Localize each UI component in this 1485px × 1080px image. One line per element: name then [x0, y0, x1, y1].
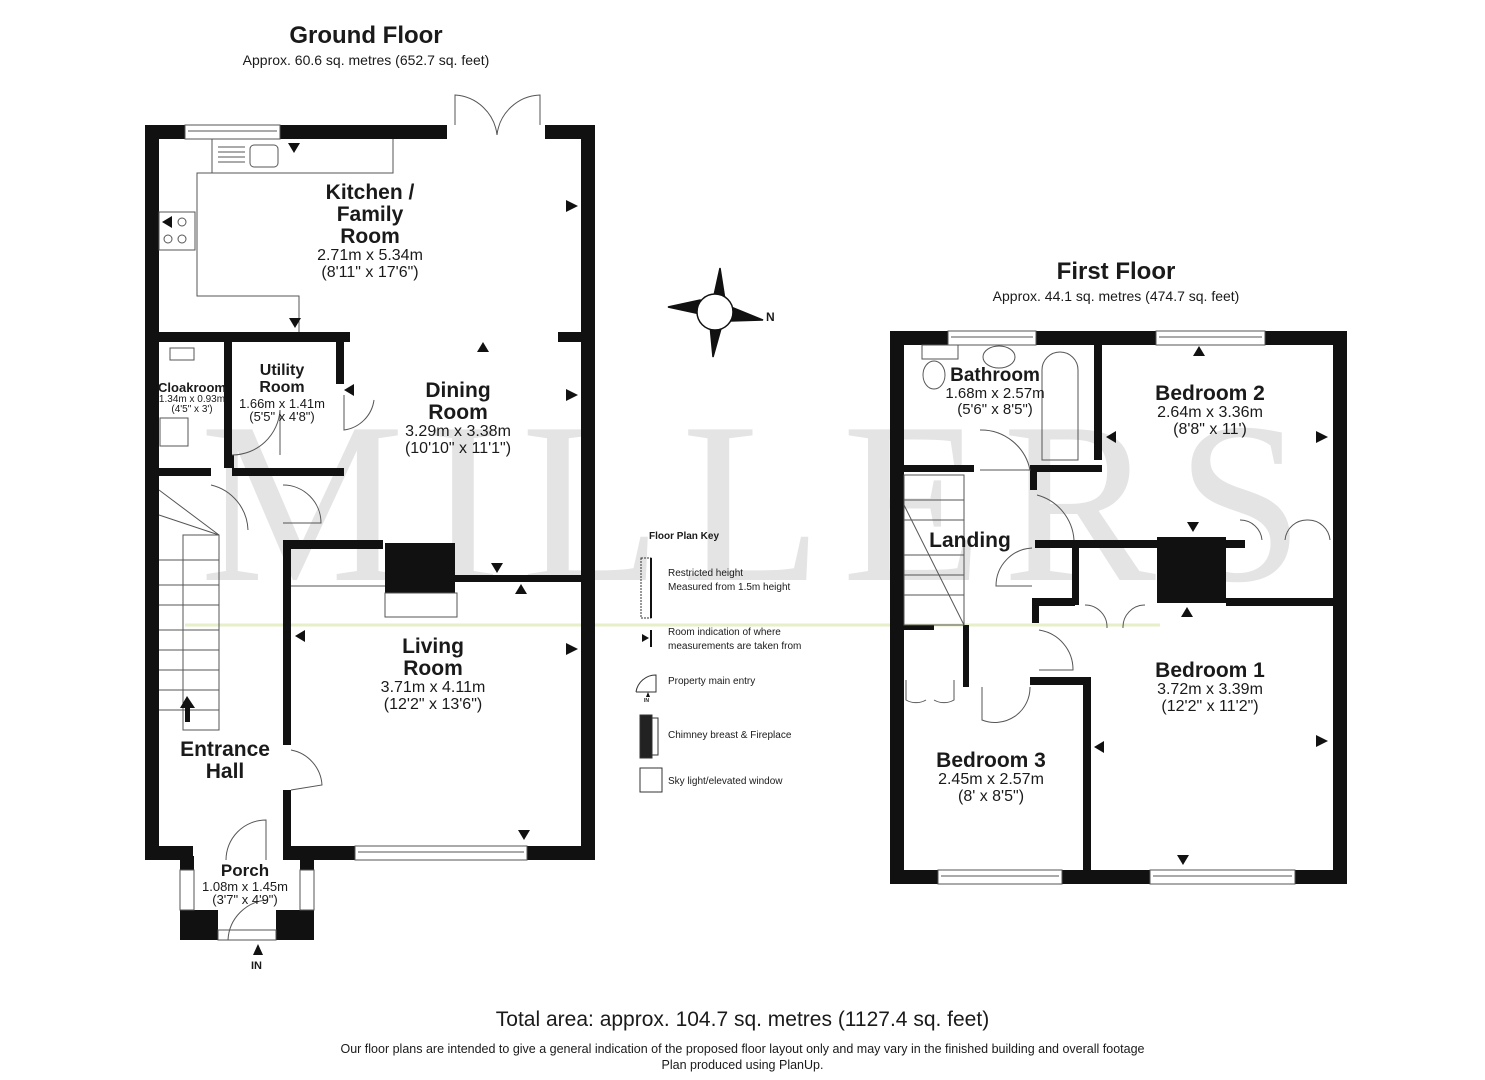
key-text: Measured from 1.5m height — [668, 582, 791, 593]
room-name: Kitchen / — [325, 181, 415, 204]
disclaimer: Our floor plans are intended to give a g… — [0, 1041, 1485, 1074]
key-main-entry: Property main entry — [668, 675, 755, 689]
room-bathroom: Bathroom 1.68m x 2.57m (5'6" x 8'5") — [920, 366, 1070, 417]
ground-floor-title: Ground Floor — [289, 22, 443, 49]
room-name: Bedroom 3 — [936, 749, 1046, 772]
room-name: Cloakroom — [158, 380, 226, 395]
key-text: measurements are taken from — [668, 641, 802, 652]
room-metric: 1.66m x 1.41m — [239, 395, 325, 411]
first-floor-title: First Floor — [1056, 258, 1176, 285]
disclaimer-text: Our floor plans are intended to give a g… — [340, 1042, 1145, 1056]
room-name: Porch — [220, 861, 270, 880]
room-imperial: (8' x 8'5") — [957, 787, 1025, 805]
room-entrance-hall: Entrance Hall — [165, 738, 285, 784]
room-imperial: (12'2" x 11'2") — [1161, 697, 1259, 715]
room-bedroom-2: Bedroom 2 2.64m x 3.36m (8'8" x 11') — [1130, 382, 1290, 439]
room-bedroom-1: Bedroom 1 3.72m x 3.39m (12'2" x 11'2") — [1130, 659, 1290, 716]
credit-text: Plan produced using PlanUp. — [661, 1058, 824, 1073]
room-metric: 1.08m x 1.45m — [202, 878, 288, 894]
key-restricted-height: Restricted height Measured from 1.5m hei… — [668, 567, 790, 595]
room-name: Hall — [205, 760, 245, 784]
room-porch: Porch 1.08m x 1.45m (3'7" x 4'9") — [190, 862, 300, 907]
key-text: Room indication of where — [668, 627, 781, 638]
room-name: Dining — [425, 379, 491, 402]
key-text: Chimney breast & Fireplace — [668, 730, 792, 741]
key-measurement-indicator: Room indication of where measurements ar… — [668, 626, 801, 654]
room-name: Bedroom 2 — [1155, 382, 1265, 405]
room-name: Room — [403, 657, 463, 681]
room-name: Family — [336, 203, 404, 227]
key-entry-in-label: IN — [644, 698, 649, 704]
ground-floor-area: Approx. 60.6 sq. metres (652.7 sq. feet) — [242, 52, 490, 68]
room-imperial: (5'6" x 8'5") — [957, 400, 1033, 418]
first-floor-walls — [890, 331, 1347, 884]
room-imperial: (12'2" x 13'6") — [383, 695, 483, 713]
room-imperial: (4'5" x 3') — [171, 404, 213, 416]
first-floor-area: Approx. 44.1 sq. metres (474.7 sq. feet) — [992, 288, 1240, 304]
room-name: Living — [402, 635, 464, 658]
key-text: Restricted height — [668, 568, 744, 579]
room-name: Bathroom — [950, 365, 1040, 386]
room-name: Utility — [259, 362, 305, 379]
room-name: Entrance — [180, 738, 270, 761]
total-area: Total area: approx. 104.7 sq. metres (11… — [495, 1008, 990, 1031]
key-title: Floor Plan Key — [649, 531, 720, 542]
key-skylight: Sky light/elevated window — [668, 775, 783, 789]
entry-label: IN — [251, 960, 262, 972]
key-text: Property main entry — [668, 676, 756, 687]
room-metric: 3.72m x 3.39m — [1157, 681, 1263, 699]
room-metric: 2.71m x 5.34m — [317, 247, 423, 265]
room-landing: Landing — [920, 529, 1020, 552]
compass-north-label: N — [766, 310, 775, 324]
room-name: Room — [428, 401, 488, 425]
ground-floor-walls — [145, 125, 595, 940]
room-name: Landing — [929, 529, 1011, 552]
room-name: Room — [259, 378, 305, 396]
room-bedroom-3: Bedroom 3 2.45m x 2.57m (8' x 8'5") — [911, 749, 1071, 806]
room-living: Living Room 3.71m x 4.11m (12'2" x 13'6"… — [353, 635, 513, 714]
room-metric: 2.45m x 2.57m — [938, 771, 1044, 789]
key-icons — [635, 557, 663, 793]
room-imperial: (8'8" x 11') — [1173, 420, 1247, 438]
room-metric: 3.29m x 3.38m — [405, 423, 511, 441]
room-name: Room — [340, 225, 400, 249]
room-utility: Utility Room 1.66m x 1.41m (5'5" x 4'8") — [228, 362, 336, 425]
room-imperial: (10'10" x 11'1") — [404, 439, 512, 457]
room-kitchen-family: Kitchen / Family Room 2.71m x 5.34m (8'1… — [280, 181, 460, 282]
room-name: Bedroom 1 — [1155, 659, 1265, 682]
key-chimney: Chimney breast & Fireplace — [668, 729, 791, 743]
room-metric: 2.64m x 3.36m — [1157, 404, 1263, 422]
compass — [667, 267, 764, 358]
room-metric: 1.34m x 0.93m — [158, 393, 226, 405]
watermark: MILLERS — [200, 375, 1324, 630]
room-dining: Dining Room 3.29m x 3.38m (10'10" x 11'1… — [378, 379, 538, 458]
room-metric: 3.71m x 4.11m — [380, 679, 486, 697]
room-metric: 1.68m x 2.57m — [945, 384, 1045, 402]
room-imperial: (5'5" x 4'8") — [249, 409, 315, 425]
room-imperial: (8'11" x 17'6") — [321, 263, 419, 281]
key-text: Sky light/elevated window — [668, 776, 783, 787]
room-imperial: (3'7" x 4'9") — [212, 892, 278, 908]
room-cloakroom: Cloakroom 1.34m x 0.93m (4'5" x 3') — [156, 381, 228, 416]
